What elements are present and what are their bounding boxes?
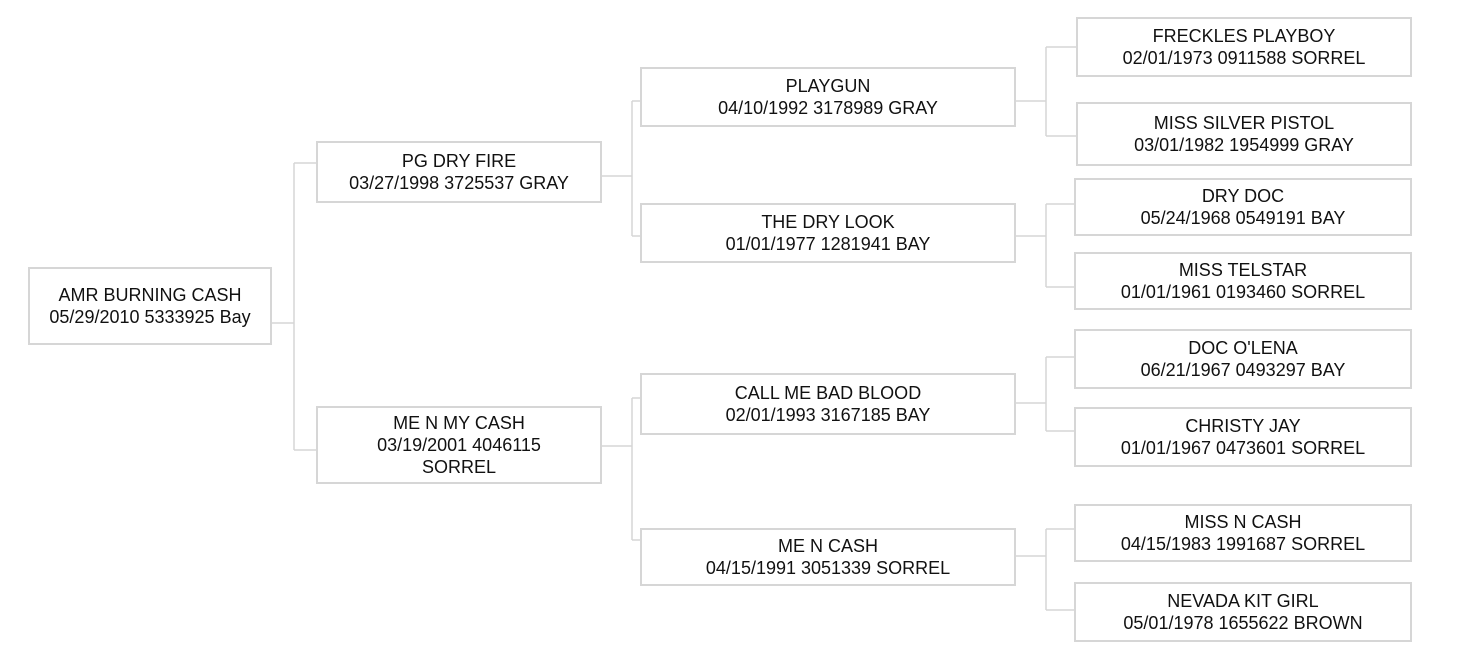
ds-dam-box: CHRISTY JAY 01/01/1967 0473601 SORREL bbox=[1074, 407, 1412, 467]
sire-dam-box: THE DRY LOOK 01/01/1977 1281941 BAY bbox=[640, 203, 1016, 263]
dam-dam-box: ME N CASH 04/15/1991 3051339 SORREL bbox=[640, 528, 1016, 586]
horse-name: PG DRY FIRE bbox=[401, 151, 517, 171]
horse-info: 03/27/1998 3725537 GRAY bbox=[349, 173, 569, 193]
horse-name: DOC O'LENA bbox=[1188, 338, 1298, 358]
horse-info: 04/15/1983 1991687 SORREL bbox=[1120, 534, 1366, 554]
ss-dam-box: MISS SILVER PISTOL 03/01/1982 1954999 GR… bbox=[1076, 102, 1412, 166]
connector-ss bbox=[1016, 46, 1076, 137]
dam-box: ME N MY CASH 03/19/2001 4046115 SORREL bbox=[316, 406, 602, 484]
connector-dd bbox=[1016, 528, 1074, 611]
horse-name: CHRISTY JAY bbox=[1185, 416, 1301, 436]
connector-sire bbox=[602, 100, 640, 237]
horse-info: 02/01/1973 0911588 SORREL bbox=[1122, 48, 1366, 68]
horse-name: DRY DOC bbox=[1201, 186, 1285, 206]
horse-name: THE DRY LOOK bbox=[761, 212, 895, 232]
horse-info: 05/29/2010 5333925 Bay bbox=[49, 307, 251, 327]
horse-info: 01/01/1961 0193460 SORREL bbox=[1120, 282, 1366, 302]
horse-name: MISS TELSTAR bbox=[1178, 260, 1308, 280]
horse-info: 02/01/1993 3167185 BAY bbox=[725, 405, 931, 425]
horse-info: 04/10/1992 3178989 GRAY bbox=[718, 98, 938, 118]
connector-ds bbox=[1016, 356, 1074, 432]
ss-sire-box: FRECKLES PLAYBOY 02/01/1973 0911588 SORR… bbox=[1076, 17, 1412, 77]
horse-info: 01/01/1967 0473601 SORREL bbox=[1120, 438, 1366, 458]
ds-sire-box: DOC O'LENA 06/21/1967 0493297 BAY bbox=[1074, 329, 1412, 389]
horse-name: ME N MY CASH bbox=[393, 413, 525, 433]
connector-dam bbox=[602, 397, 640, 541]
horse-info: 01/01/1977 1281941 BAY bbox=[725, 234, 931, 254]
horse-info: 03/01/1982 1954999 GRAY bbox=[1134, 135, 1354, 155]
horse-name: FRECKLES PLAYBOY bbox=[1152, 26, 1336, 46]
horse-info: 06/21/1967 0493297 BAY bbox=[1140, 360, 1346, 380]
horse-name: MISS SILVER PISTOL bbox=[1153, 113, 1335, 133]
sire-box: PG DRY FIRE 03/27/1998 3725537 GRAY bbox=[316, 141, 602, 203]
horse-name: ME N CASH bbox=[777, 536, 878, 556]
horse-info: 05/01/1978 1655622 BROWN bbox=[1123, 613, 1363, 633]
subject-horse-box: AMR BURNING CASH 05/29/2010 5333925 Bay bbox=[28, 267, 272, 345]
dam-sire-box: CALL ME BAD BLOOD 02/01/1993 3167185 BAY bbox=[640, 373, 1016, 435]
horse-info: 05/24/1968 0549191 BAY bbox=[1140, 208, 1346, 228]
sd-sire-box: DRY DOC 05/24/1968 0549191 BAY bbox=[1074, 178, 1412, 236]
horse-name: CALL ME BAD BLOOD bbox=[734, 383, 922, 403]
horse-name: MISS N CASH bbox=[1184, 512, 1302, 532]
horse-name: AMR BURNING CASH bbox=[58, 285, 242, 305]
sd-dam-box: MISS TELSTAR 01/01/1961 0193460 SORREL bbox=[1074, 252, 1412, 310]
dd-sire-box: MISS N CASH 04/15/1983 1991687 SORREL bbox=[1074, 504, 1412, 562]
horse-info: 03/19/2001 4046115 SORREL bbox=[377, 435, 541, 477]
connector-sd bbox=[1016, 203, 1074, 288]
horse-name: NEVADA KIT GIRL bbox=[1167, 591, 1319, 611]
horse-info: 04/15/1991 3051339 SORREL bbox=[705, 558, 951, 578]
sire-sire-box: PLAYGUN 04/10/1992 3178989 GRAY bbox=[640, 67, 1016, 127]
dd-dam-box: NEVADA KIT GIRL 05/01/1978 1655622 BROWN bbox=[1074, 582, 1412, 642]
connector-subject bbox=[272, 162, 316, 451]
horse-name: PLAYGUN bbox=[785, 76, 871, 96]
